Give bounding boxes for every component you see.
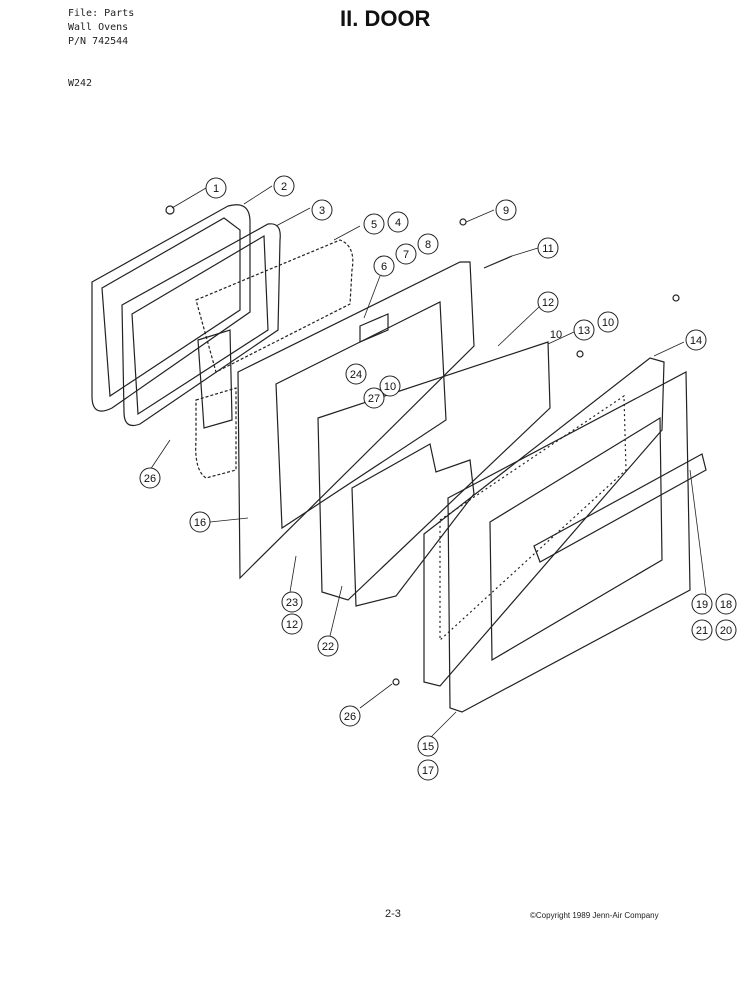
glass-pack-part: [423, 357, 665, 687]
callout-label: 11: [542, 243, 553, 255]
callout-label: 7: [403, 249, 409, 261]
callout-label: 13: [578, 325, 590, 337]
callout-label: 10: [550, 329, 562, 341]
callout-label: 26: [144, 473, 156, 485]
callout-label: 17: [422, 765, 434, 777]
model-label: W242: [68, 78, 93, 89]
callout-label: 21: [696, 625, 708, 637]
inner-panel-part: [237, 261, 475, 580]
callout-label: 9: [503, 205, 509, 217]
callout-label: 12: [542, 297, 554, 309]
category-label: Wall Ovens: [68, 22, 129, 33]
callout-label: 3: [319, 205, 325, 217]
page-title: II. DOOR: [340, 6, 431, 31]
callout-bubbles: [139, 175, 737, 781]
callout-label: 16: [194, 517, 206, 529]
callout-label: 24: [350, 369, 362, 381]
inner-frame-part: [317, 341, 551, 601]
door-handle-part: [533, 453, 707, 563]
callout-label: 5: [371, 219, 377, 231]
callout-label: 26: [344, 711, 356, 723]
gasket-frame-part: [121, 223, 281, 427]
leader-lines: [149, 185, 707, 739]
callout-label: 15: [422, 741, 434, 753]
callout-label: 27: [368, 393, 380, 405]
callout-label: 1: [213, 183, 219, 195]
outer-door-frame-part: [447, 371, 691, 713]
callout-label: 22: [322, 641, 334, 653]
callout-label: 23: [286, 597, 298, 609]
callout-label: 4: [395, 217, 401, 229]
page-number: 2-3: [385, 908, 401, 920]
insulation-part: [195, 239, 354, 373]
outer-liner-part: [91, 204, 251, 412]
callout-label: 18: [720, 599, 732, 611]
callout-label: 14: [690, 335, 702, 347]
door-parts-drawing: [91, 204, 707, 713]
callout-label: 20: [720, 625, 732, 637]
callout-labels: 1 2 3 5 4 6 7 8 9 11 12 13 10 14 24 10 2…: [144, 181, 732, 777]
callout-label: 2: [281, 181, 287, 193]
callout-label: 6: [381, 261, 387, 273]
copyright-notice: ©Copyright 1989 Jenn-Air Company: [530, 911, 659, 920]
callout-label: 12: [286, 619, 298, 631]
callout-label: 10: [602, 317, 614, 329]
callout-label: 8: [425, 239, 431, 251]
file-label: File: Parts: [68, 8, 135, 19]
part-number-label: P/N 742544: [68, 36, 129, 47]
callout-label: 10: [384, 381, 396, 393]
callout-label: 19: [696, 599, 708, 611]
